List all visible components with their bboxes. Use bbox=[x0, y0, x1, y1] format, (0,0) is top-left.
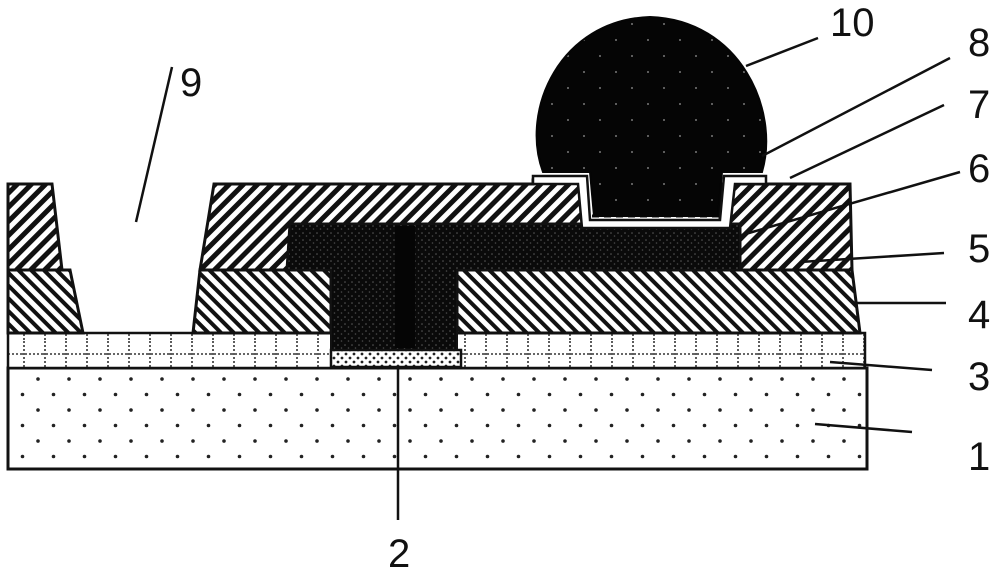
leader-8 bbox=[761, 56, 951, 158]
leader-3 bbox=[829, 360, 933, 372]
label-2: 2 bbox=[388, 532, 410, 576]
label-8: 8 bbox=[968, 21, 990, 65]
leader-7 bbox=[789, 103, 945, 180]
label-1: 1 bbox=[968, 435, 990, 479]
leader-10 bbox=[745, 36, 819, 68]
layer-2-pad bbox=[329, 348, 463, 369]
label-7: 7 bbox=[968, 83, 990, 127]
layer-6-dielectric bbox=[6, 178, 854, 272]
leader-5 bbox=[799, 251, 945, 264]
label-4: 4 bbox=[968, 293, 990, 337]
callout-labels: 9 10 8 7 6 5 4 3 1 2 bbox=[180, 1, 990, 576]
layer-5-redistribution bbox=[285, 223, 741, 351]
layer-1-substrate bbox=[6, 366, 869, 471]
leader-1 bbox=[814, 422, 913, 434]
leader-lines bbox=[134, 36, 961, 520]
label-9: 9 bbox=[180, 61, 202, 105]
leader-9 bbox=[134, 66, 174, 223]
leader-6 bbox=[741, 170, 961, 237]
label-5: 5 bbox=[968, 227, 990, 271]
layer-10-solder-ball bbox=[535, 15, 768, 217]
layer-4-dielectric bbox=[6, 268, 862, 335]
label-10: 10 bbox=[830, 1, 875, 45]
label-6: 6 bbox=[968, 147, 990, 191]
label-3: 3 bbox=[968, 355, 990, 399]
